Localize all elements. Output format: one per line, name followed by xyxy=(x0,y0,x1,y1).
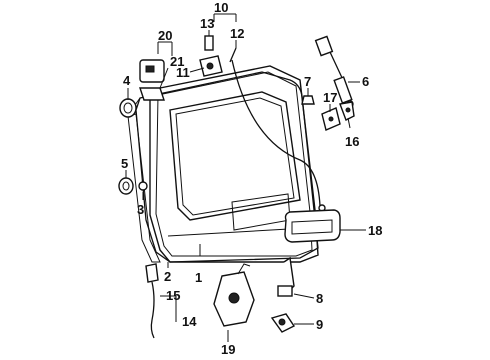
hinge xyxy=(199,55,223,77)
callout-14: 14 xyxy=(182,314,197,329)
callout-7: 7 xyxy=(304,74,311,89)
latch-rod xyxy=(277,256,295,297)
callout-16: 16 xyxy=(345,134,359,149)
callout-9: 9 xyxy=(316,317,323,332)
callout-20: 20 xyxy=(158,28,172,43)
bumper-cushion xyxy=(118,177,134,195)
leader-lines xyxy=(125,13,366,342)
control-rod xyxy=(145,263,159,339)
callout-6: 6 xyxy=(362,74,369,89)
lock-actuator xyxy=(213,263,255,327)
motor-unit xyxy=(139,59,165,83)
callout-21: 21 xyxy=(170,54,184,69)
callout-12: 12 xyxy=(230,26,244,41)
lock-cylinder xyxy=(270,313,296,333)
clip xyxy=(138,181,148,191)
bumper-stop xyxy=(119,98,137,118)
callout-1: 1 xyxy=(195,270,202,285)
motor-bracket xyxy=(139,87,165,101)
outside-handle xyxy=(284,209,341,243)
callout-labels: 1 2 3 4 5 6 7 8 9 10 11 12 13 14 15 16 1… xyxy=(121,0,382,357)
callout-4: 4 xyxy=(123,73,131,88)
callout-17: 17 xyxy=(323,90,337,105)
callout-2: 2 xyxy=(164,269,171,284)
retainer-clip xyxy=(301,95,315,105)
callout-19: 19 xyxy=(221,342,235,357)
callout-5: 5 xyxy=(121,156,128,171)
cable xyxy=(229,47,326,212)
striker xyxy=(339,101,355,121)
glass-edge xyxy=(127,113,161,263)
gas-strut xyxy=(314,35,354,108)
callout-10: 10 xyxy=(214,0,228,15)
callout-3: 3 xyxy=(137,202,144,217)
callout-8: 8 xyxy=(316,291,323,306)
callout-15: 15 xyxy=(166,288,180,303)
callout-18: 18 xyxy=(368,223,382,238)
liftgate-panel xyxy=(149,65,319,263)
latch-bracket xyxy=(321,107,341,131)
callout-13: 13 xyxy=(200,16,214,31)
callout-11: 11 xyxy=(176,65,190,80)
